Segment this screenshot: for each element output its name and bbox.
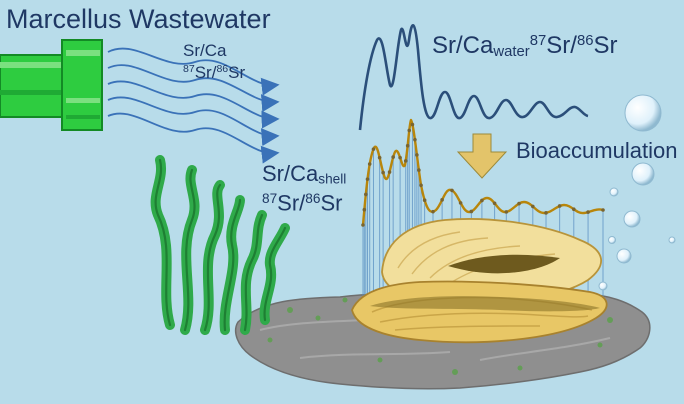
sample-point — [365, 177, 370, 181]
title: Marcellus Wastewater — [6, 4, 271, 34]
sample-point — [391, 155, 395, 159]
sample-point — [407, 128, 412, 133]
sample-point — [492, 201, 497, 206]
sample-point — [363, 192, 368, 197]
sample-point — [504, 210, 509, 214]
sample-point — [410, 122, 415, 127]
bubbles — [598, 94, 676, 291]
sample-point — [367, 162, 372, 166]
sample-point — [450, 188, 454, 193]
sample-point — [371, 147, 376, 151]
sample-point — [381, 170, 385, 175]
discharge-pipe — [0, 39, 103, 131]
sample-point — [531, 204, 535, 209]
sample-point — [469, 209, 474, 214]
bioaccumulation-label: Bioaccumulation — [516, 138, 678, 163]
sample-point — [377, 155, 382, 160]
sample-point — [362, 207, 367, 212]
bivalve-shell — [351, 218, 608, 344]
shell-ratio-label: Sr/Cashell — [262, 161, 347, 187]
pipe-isotope-label: 87Sr/86Sr — [183, 63, 246, 82]
sample-point — [398, 155, 402, 160]
sample-point — [422, 198, 427, 203]
sample-point — [458, 201, 463, 205]
sample-point — [417, 168, 421, 172]
water-signal-curve — [358, 24, 589, 131]
sample-point — [419, 183, 423, 188]
sample-point — [405, 143, 410, 148]
pipe-ratio-label: Sr/Ca — [183, 41, 227, 60]
shell-isotope-label: 87Sr/86Sr — [262, 190, 343, 216]
water-label: Sr/Cawater87Sr/86Sr — [432, 32, 618, 61]
sample-point — [480, 198, 484, 203]
sample-point — [431, 209, 435, 214]
sample-point — [586, 210, 590, 214]
sample-point — [557, 204, 562, 208]
sample-point — [387, 170, 392, 174]
sample-point — [517, 201, 521, 206]
flow-arrows — [107, 47, 280, 164]
sample-point — [413, 137, 417, 142]
sample-point — [571, 207, 576, 212]
sample-point — [403, 159, 408, 163]
sample-point — [601, 208, 605, 212]
bioaccumulation-arrow — [456, 133, 508, 179]
sample-point — [415, 153, 419, 157]
sample-point — [544, 211, 548, 215]
sample-point — [440, 198, 444, 202]
sample-point — [361, 223, 365, 227]
